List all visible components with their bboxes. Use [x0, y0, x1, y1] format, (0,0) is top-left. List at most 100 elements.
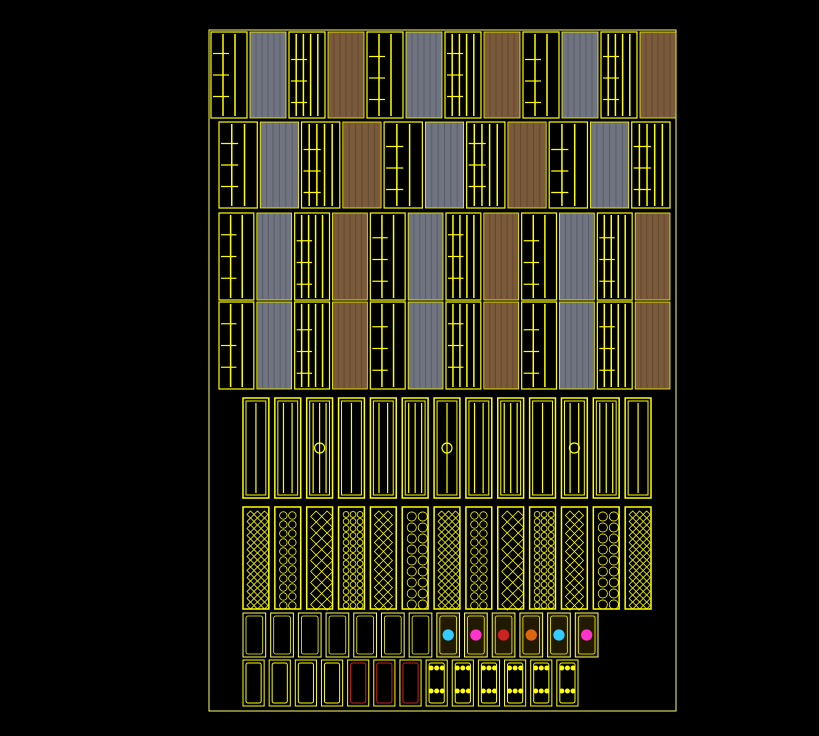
screen-panel[interactable]: [483, 31, 521, 119]
screen-panel[interactable]: [294, 659, 317, 707]
screen-panel[interactable]: [305, 506, 334, 611]
screen-panel[interactable]: [353, 612, 377, 658]
screen-panel[interactable]: [242, 397, 270, 499]
screen-panel[interactable]: [624, 506, 652, 610]
screen-panel[interactable]: [574, 612, 599, 658]
screen-panel[interactable]: [465, 397, 493, 499]
screen-panel[interactable]: [380, 612, 405, 658]
screen-panel[interactable]: [483, 301, 520, 390]
screen-panel[interactable]: [259, 121, 299, 209]
screen-panel[interactable]: [559, 212, 595, 301]
screen-panel[interactable]: [548, 121, 589, 209]
screen-panel[interactable]: [320, 659, 344, 707]
screen-panel[interactable]: [405, 31, 443, 119]
screen-panel[interactable]: [401, 506, 429, 610]
screen-panel[interactable]: [332, 301, 368, 390]
screen-panel[interactable]: [497, 506, 525, 611]
screen-panel[interactable]: [530, 659, 553, 707]
screen-panel[interactable]: [366, 31, 404, 119]
screen-panel[interactable]: [528, 506, 557, 610]
screen-panel[interactable]: [547, 612, 571, 658]
screen-panel[interactable]: [600, 31, 638, 119]
screen-panel[interactable]: [218, 212, 255, 301]
screen-panel[interactable]: [369, 506, 397, 611]
screen-panel[interactable]: [445, 212, 482, 301]
screen-panel[interactable]: [528, 397, 557, 499]
screen-panel[interactable]: [464, 612, 488, 658]
screen-panel[interactable]: [592, 397, 620, 499]
screen-panel[interactable]: [242, 612, 267, 658]
screen-panel[interactable]: [504, 659, 527, 707]
screen-panel[interactable]: [300, 121, 341, 209]
screen-panel[interactable]: [218, 121, 258, 209]
screen-panel[interactable]: [407, 301, 444, 390]
screen-panel[interactable]: [436, 612, 461, 658]
screen-panel[interactable]: [477, 659, 501, 707]
screen-panel[interactable]: [347, 659, 370, 707]
screen-panel[interactable]: [497, 397, 525, 499]
screen-panel[interactable]: [634, 301, 671, 390]
screen-panel[interactable]: [218, 301, 255, 390]
screen-panel[interactable]: [274, 506, 302, 610]
screen-panel[interactable]: [522, 31, 560, 119]
screen-panel[interactable]: [433, 506, 461, 610]
screen-panel[interactable]: [337, 506, 366, 610]
screen-panel[interactable]: [332, 212, 368, 301]
screen-panel[interactable]: [270, 612, 294, 658]
screen-panel[interactable]: [631, 121, 671, 209]
screen-panel[interactable]: [242, 506, 270, 610]
screen-panel[interactable]: [274, 397, 302, 499]
screen-panel[interactable]: [639, 31, 677, 119]
screen-panel[interactable]: [466, 121, 506, 209]
screen-panel[interactable]: [433, 397, 461, 499]
screen-panel[interactable]: [592, 506, 620, 610]
screen-panel[interactable]: [556, 659, 579, 707]
screen-panel[interactable]: [325, 612, 350, 658]
screen-panel[interactable]: [297, 612, 322, 658]
screen-panel[interactable]: [624, 397, 652, 499]
screen-panel[interactable]: [407, 212, 444, 301]
screen-panel[interactable]: [507, 121, 547, 209]
screen-panel[interactable]: [519, 612, 544, 658]
screen-panel[interactable]: [294, 212, 331, 301]
screen-panel[interactable]: [256, 301, 293, 390]
screen-panel[interactable]: [399, 659, 422, 707]
screen-panel[interactable]: [337, 397, 366, 499]
screen-panel[interactable]: [444, 31, 482, 119]
screen-panel[interactable]: [521, 212, 558, 301]
screen-panel[interactable]: [369, 301, 406, 390]
screen-panel[interactable]: [294, 301, 331, 390]
screen-panel[interactable]: [424, 121, 465, 209]
screen-panel[interactable]: [634, 212, 671, 301]
screen-panel[interactable]: [561, 31, 599, 119]
screen-panel[interactable]: [342, 121, 382, 209]
screen-panel[interactable]: [327, 31, 365, 119]
screen-panel[interactable]: [369, 212, 406, 301]
screen-panel[interactable]: [596, 212, 633, 301]
screen-panel[interactable]: [445, 301, 482, 390]
screen-panel[interactable]: [596, 301, 633, 390]
screen-panel[interactable]: [560, 506, 589, 611]
screen-panel[interactable]: [590, 121, 630, 209]
sheet-frame[interactable]: [208, 29, 677, 712]
screen-panel[interactable]: [465, 506, 493, 610]
screen-panel[interactable]: [425, 659, 448, 707]
screen-panel[interactable]: [383, 121, 423, 209]
screen-panel[interactable]: [288, 31, 326, 119]
screen-panel[interactable]: [451, 659, 474, 707]
screen-panel[interactable]: [305, 397, 334, 499]
screen-panel[interactable]: [210, 31, 248, 119]
screen-panel[interactable]: [560, 397, 589, 499]
screen-panel[interactable]: [242, 659, 265, 707]
screen-panel[interactable]: [369, 397, 397, 499]
screen-panel[interactable]: [401, 397, 429, 499]
screen-panel[interactable]: [521, 301, 558, 390]
screen-panel[interactable]: [268, 659, 291, 707]
screen-panel[interactable]: [249, 31, 287, 119]
screen-panel[interactable]: [373, 659, 396, 707]
screen-panel[interactable]: [483, 212, 520, 301]
screen-panel[interactable]: [408, 612, 433, 658]
screen-panel[interactable]: [256, 212, 293, 301]
screen-panel[interactable]: [491, 612, 516, 658]
screen-panel[interactable]: [559, 301, 595, 390]
